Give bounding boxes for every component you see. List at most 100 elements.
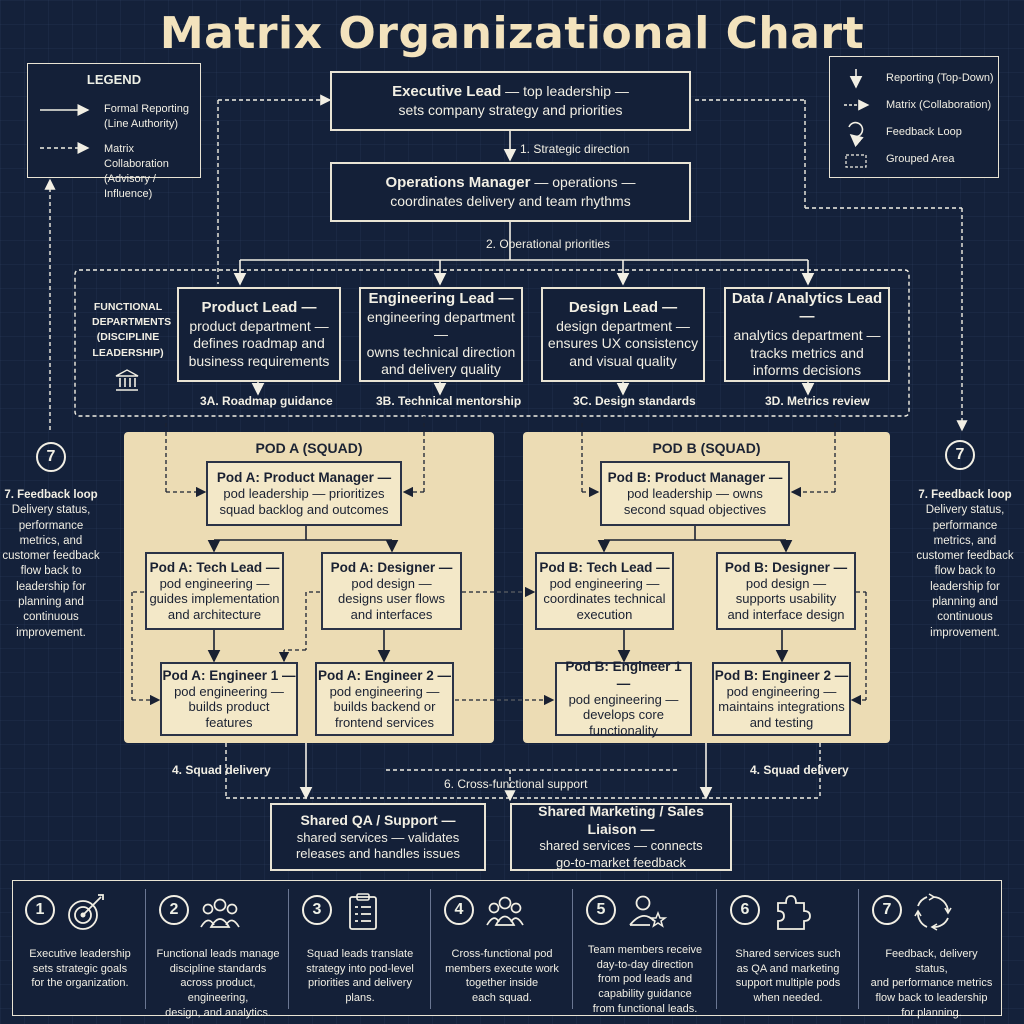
pod-b-eng1-line: pod engineering — bbox=[568, 691, 679, 707]
pod-a-engineer-1: Pod A: Engineer 1 — pod engineering — bu… bbox=[160, 662, 298, 736]
pod-a-tech-line: guides implementation bbox=[149, 591, 280, 607]
analytics-lead-line: analytics department — bbox=[733, 327, 881, 343]
squad-delivery-left: 4. Squad delivery bbox=[172, 763, 271, 777]
feedback-line: continuous bbox=[937, 611, 993, 624]
step-number: 5 bbox=[586, 895, 616, 925]
feedback-line: continuous bbox=[23, 611, 79, 624]
pod-b-tech-line: pod engineering — bbox=[549, 575, 660, 591]
pod-b-pm-line: pod leadership — owns bbox=[627, 486, 763, 501]
team-icon bbox=[200, 898, 240, 928]
pod-b-pm-title: Pod B: Product Manager — bbox=[607, 469, 783, 485]
step-number: 1 bbox=[25, 895, 55, 925]
product-lead-title: Product Lead — bbox=[201, 298, 317, 316]
step-line: sets strategic goals bbox=[32, 962, 128, 975]
analytics-lead-title: Data / Analytics Lead — bbox=[731, 289, 883, 326]
step-line: for the organization. bbox=[31, 977, 129, 990]
step-4: 4 Cross-functional pod members execute w… bbox=[432, 881, 570, 1015]
pod-a-designer-line: pod design — bbox=[351, 575, 432, 591]
feedback-line: customer feedback bbox=[916, 550, 1014, 563]
engineering-lead-line: owns technical direction bbox=[366, 343, 516, 360]
design-lead-line: design department — bbox=[556, 317, 690, 334]
step-line: design, and analytics. bbox=[165, 1006, 271, 1019]
pod-b-eng1-line: develops core bbox=[583, 707, 664, 723]
step-line: when needed. bbox=[753, 991, 823, 1004]
feedback-line: planning and bbox=[932, 595, 998, 608]
step-number: 2 bbox=[159, 895, 189, 925]
target-icon bbox=[68, 894, 104, 930]
process-steps-band: 1 Executive leadership sets strategic go… bbox=[12, 880, 1002, 1019]
divider bbox=[716, 889, 717, 1009]
legend-line-samples bbox=[40, 104, 90, 154]
legend-formal-sub: (Line Authority) bbox=[104, 117, 178, 130]
feedback-line: Delivery status, bbox=[11, 504, 91, 517]
shared-qa-title: Shared QA / Support — bbox=[300, 812, 456, 828]
pod-a-designer-line: designs user flows bbox=[338, 591, 445, 607]
feedback-note-right: 7. Feedback loop Delivery status, perfor… bbox=[910, 488, 1020, 641]
feedback-line: flow back to bbox=[934, 565, 996, 578]
operations-manager-box: Operations Manager — operations — coordi… bbox=[330, 162, 691, 222]
step-1: 1 Executive leadership sets strategic go… bbox=[13, 881, 145, 1015]
pod-a-product-manager: Pod A: Product Manager — pod leadership … bbox=[206, 461, 402, 526]
pod-b-tech-line: coordinates technical bbox=[543, 591, 666, 607]
step-line: Cross-functional pod bbox=[451, 948, 553, 960]
engineering-lead-title: Engineering Lead — bbox=[368, 290, 514, 308]
pod-b-engineer-1: Pod B: Engineer 1 — pod engineering — de… bbox=[555, 659, 692, 738]
step1-label: 1. Strategic direction bbox=[520, 142, 630, 156]
pod-a-eng1-line: features bbox=[205, 714, 253, 730]
step-line: discipline standards bbox=[169, 962, 267, 975]
legend-left: LEGEND Formal Reporting (Line Authority)… bbox=[27, 63, 201, 200]
step-number: 3 bbox=[302, 895, 332, 925]
step-number: 6 bbox=[730, 895, 760, 925]
divider bbox=[572, 889, 573, 1009]
step-line: together inside bbox=[465, 977, 539, 990]
pod-a-eng2-line: frontend services bbox=[335, 714, 434, 730]
operations-title: Operations Manager bbox=[385, 174, 531, 192]
divider bbox=[430, 889, 431, 1009]
legend-matrix-sub: (Advisory / Influence) bbox=[104, 172, 156, 200]
pod-a-eng1-title: Pod A: Engineer 1 — bbox=[162, 667, 296, 683]
shared-qa-line: releases and handles issues bbox=[295, 845, 461, 861]
feedback-line: metrics, and bbox=[19, 534, 83, 547]
group-icon bbox=[486, 896, 524, 926]
step-5: 5 Team members receive day-to-day direct… bbox=[574, 881, 714, 1015]
pod-a-designer-line: and interfaces bbox=[350, 606, 433, 622]
divider bbox=[145, 889, 146, 1009]
feedback-line: performance bbox=[932, 519, 998, 532]
step-line: support multiple pods bbox=[735, 977, 841, 990]
legend-symbols bbox=[844, 69, 870, 168]
pod-a-eng2-line: pod engineering — bbox=[329, 683, 440, 699]
pod-a-tech-lead: Pod A: Tech Lead — pod engineering — gui… bbox=[145, 552, 284, 630]
step-text: Executive leadership sets strategic goal… bbox=[21, 947, 139, 991]
design-lead-line: ensures UX consistency bbox=[547, 335, 699, 352]
pod-b-eng1-title: Pod B: Engineer 1 — bbox=[565, 659, 682, 691]
feedback-number-right: 7 bbox=[945, 440, 975, 470]
engineering-lead-line: and delivery quality bbox=[381, 361, 501, 378]
pod-b-product-manager: Pod B: Product Manager — pod leadership … bbox=[600, 461, 790, 526]
engineering-lead-line: engineering department — bbox=[367, 308, 515, 343]
pod-a-tech-line: and architecture bbox=[167, 606, 262, 622]
pod-b-tech-lead: Pod B: Tech Lead — pod engineering — coo… bbox=[535, 552, 674, 630]
shared-qa-line: shared services — validates bbox=[296, 829, 460, 845]
pod-a-eng1-line: builds product bbox=[188, 699, 270, 715]
step-text: Team members receive day-to-day directio… bbox=[582, 943, 708, 1016]
functional-departments-label: FUNCTIONAL DEPARTMENTS (DISCIPLINE LEADE… bbox=[92, 301, 172, 359]
pod-b-designer: Pod B: Designer — pod design — supports … bbox=[716, 552, 856, 630]
feedback-line: Delivery status, bbox=[925, 504, 1005, 517]
product-lead-line: product department — bbox=[189, 317, 329, 334]
step-7: 7 Feedback, delivery status, and perform… bbox=[860, 881, 1001, 1019]
pod-a-designer: Pod A: Designer — pod design — designs u… bbox=[321, 552, 462, 630]
analytics-lead-line: informs decisions bbox=[752, 362, 862, 378]
pod-b-designer-line: supports usability bbox=[735, 591, 837, 607]
feedback-note-left: 7. Feedback loop Delivery status, perfor… bbox=[0, 488, 106, 641]
step-line: as QA and marketing bbox=[736, 962, 840, 975]
step-text: Squad leads translate strategy into pod-… bbox=[298, 947, 422, 1006]
executive-desc1: — top leadership — bbox=[501, 83, 629, 100]
pod-b-designer-line: and interface design bbox=[727, 606, 845, 622]
clipboard-icon bbox=[349, 893, 377, 930]
step-number: 7 bbox=[872, 895, 902, 925]
operations-desc1: — operations — bbox=[530, 174, 636, 191]
pod-b-title: POD B (SQUAD) bbox=[652, 440, 761, 456]
step-line: Squad leads translate bbox=[306, 948, 414, 960]
executive-desc2: sets company strategy and priorities bbox=[398, 102, 623, 119]
